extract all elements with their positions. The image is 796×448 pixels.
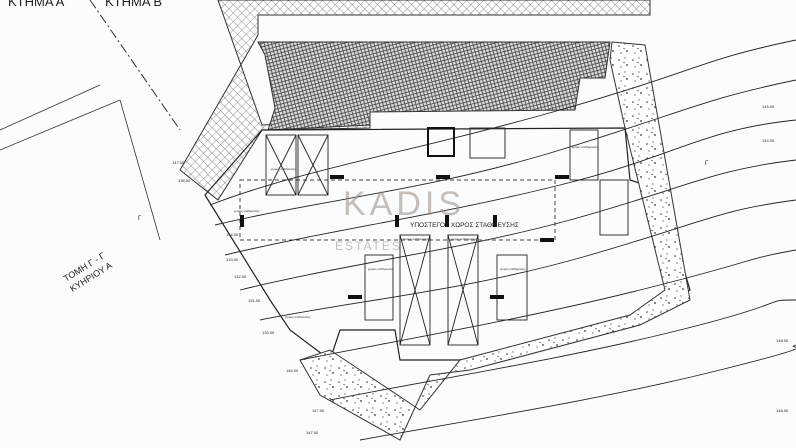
elevation-label: 147.00 xyxy=(306,430,319,435)
elevation-label: 132.00 xyxy=(234,274,247,279)
elevation-label: 133.00 xyxy=(226,257,239,262)
boundary-line xyxy=(119,99,161,241)
elevation-label: 130.00 xyxy=(262,330,275,335)
section-marker: Γ xyxy=(138,216,142,222)
parking-label: χώρος στάθμευσης xyxy=(500,267,526,271)
parking-label: χώρος στάθμευσης xyxy=(285,315,311,319)
elevation-label: 134.00 xyxy=(226,232,239,237)
parking-label: χώρος στάθμευσης xyxy=(368,267,394,271)
section-marker-right: Γ xyxy=(705,161,709,167)
elevation-label: 148.00 xyxy=(776,338,789,343)
contour-lines xyxy=(209,39,796,441)
elevation-label: 146.00 xyxy=(286,368,299,373)
elevation-labels: 147.00 136.00 134.00 133.00 132.00 131.0… xyxy=(172,104,789,435)
columns xyxy=(240,127,569,299)
boundary-line xyxy=(0,99,121,151)
building-roof-hatch xyxy=(257,41,611,131)
parking-bays xyxy=(265,129,629,346)
elevation-label: 147.00 xyxy=(172,160,185,165)
elevation-label: 136.00 xyxy=(178,178,191,183)
parking-label: χώρος στάθμευσης xyxy=(451,237,477,241)
elevation-label: 131.00 xyxy=(248,298,261,303)
elevation-label: 144.00 xyxy=(762,138,775,143)
parking-label: χώρος στάθμευσης xyxy=(234,209,260,213)
boundary-line xyxy=(0,84,101,131)
elevation-label: 145.00 xyxy=(762,104,775,109)
plot-b-label: ΚΤΗΜΑ Β xyxy=(105,0,162,9)
parking-label: χώρος στάθμευσης xyxy=(572,145,598,149)
plot-a-label: ΚΤΗΜΑ Α xyxy=(8,0,65,9)
parking-area-label: ΥΠΟΣΤΕΓΟΣ ΧΩΡΟΣ ΣΤΑΘΜΕΥΣΗΣ xyxy=(410,222,519,229)
parking-label: χώρος στάθμευσης xyxy=(271,167,297,171)
plot-boundary-line xyxy=(89,0,181,131)
elevation-label: 147.00 xyxy=(312,408,325,413)
watermark-sub: ESTATES xyxy=(335,239,402,253)
watermark-logo: KADIS xyxy=(343,185,465,223)
elevation-label: 148.00 xyxy=(776,408,789,413)
parking-label: χώρος στάθμευσης xyxy=(403,237,429,241)
